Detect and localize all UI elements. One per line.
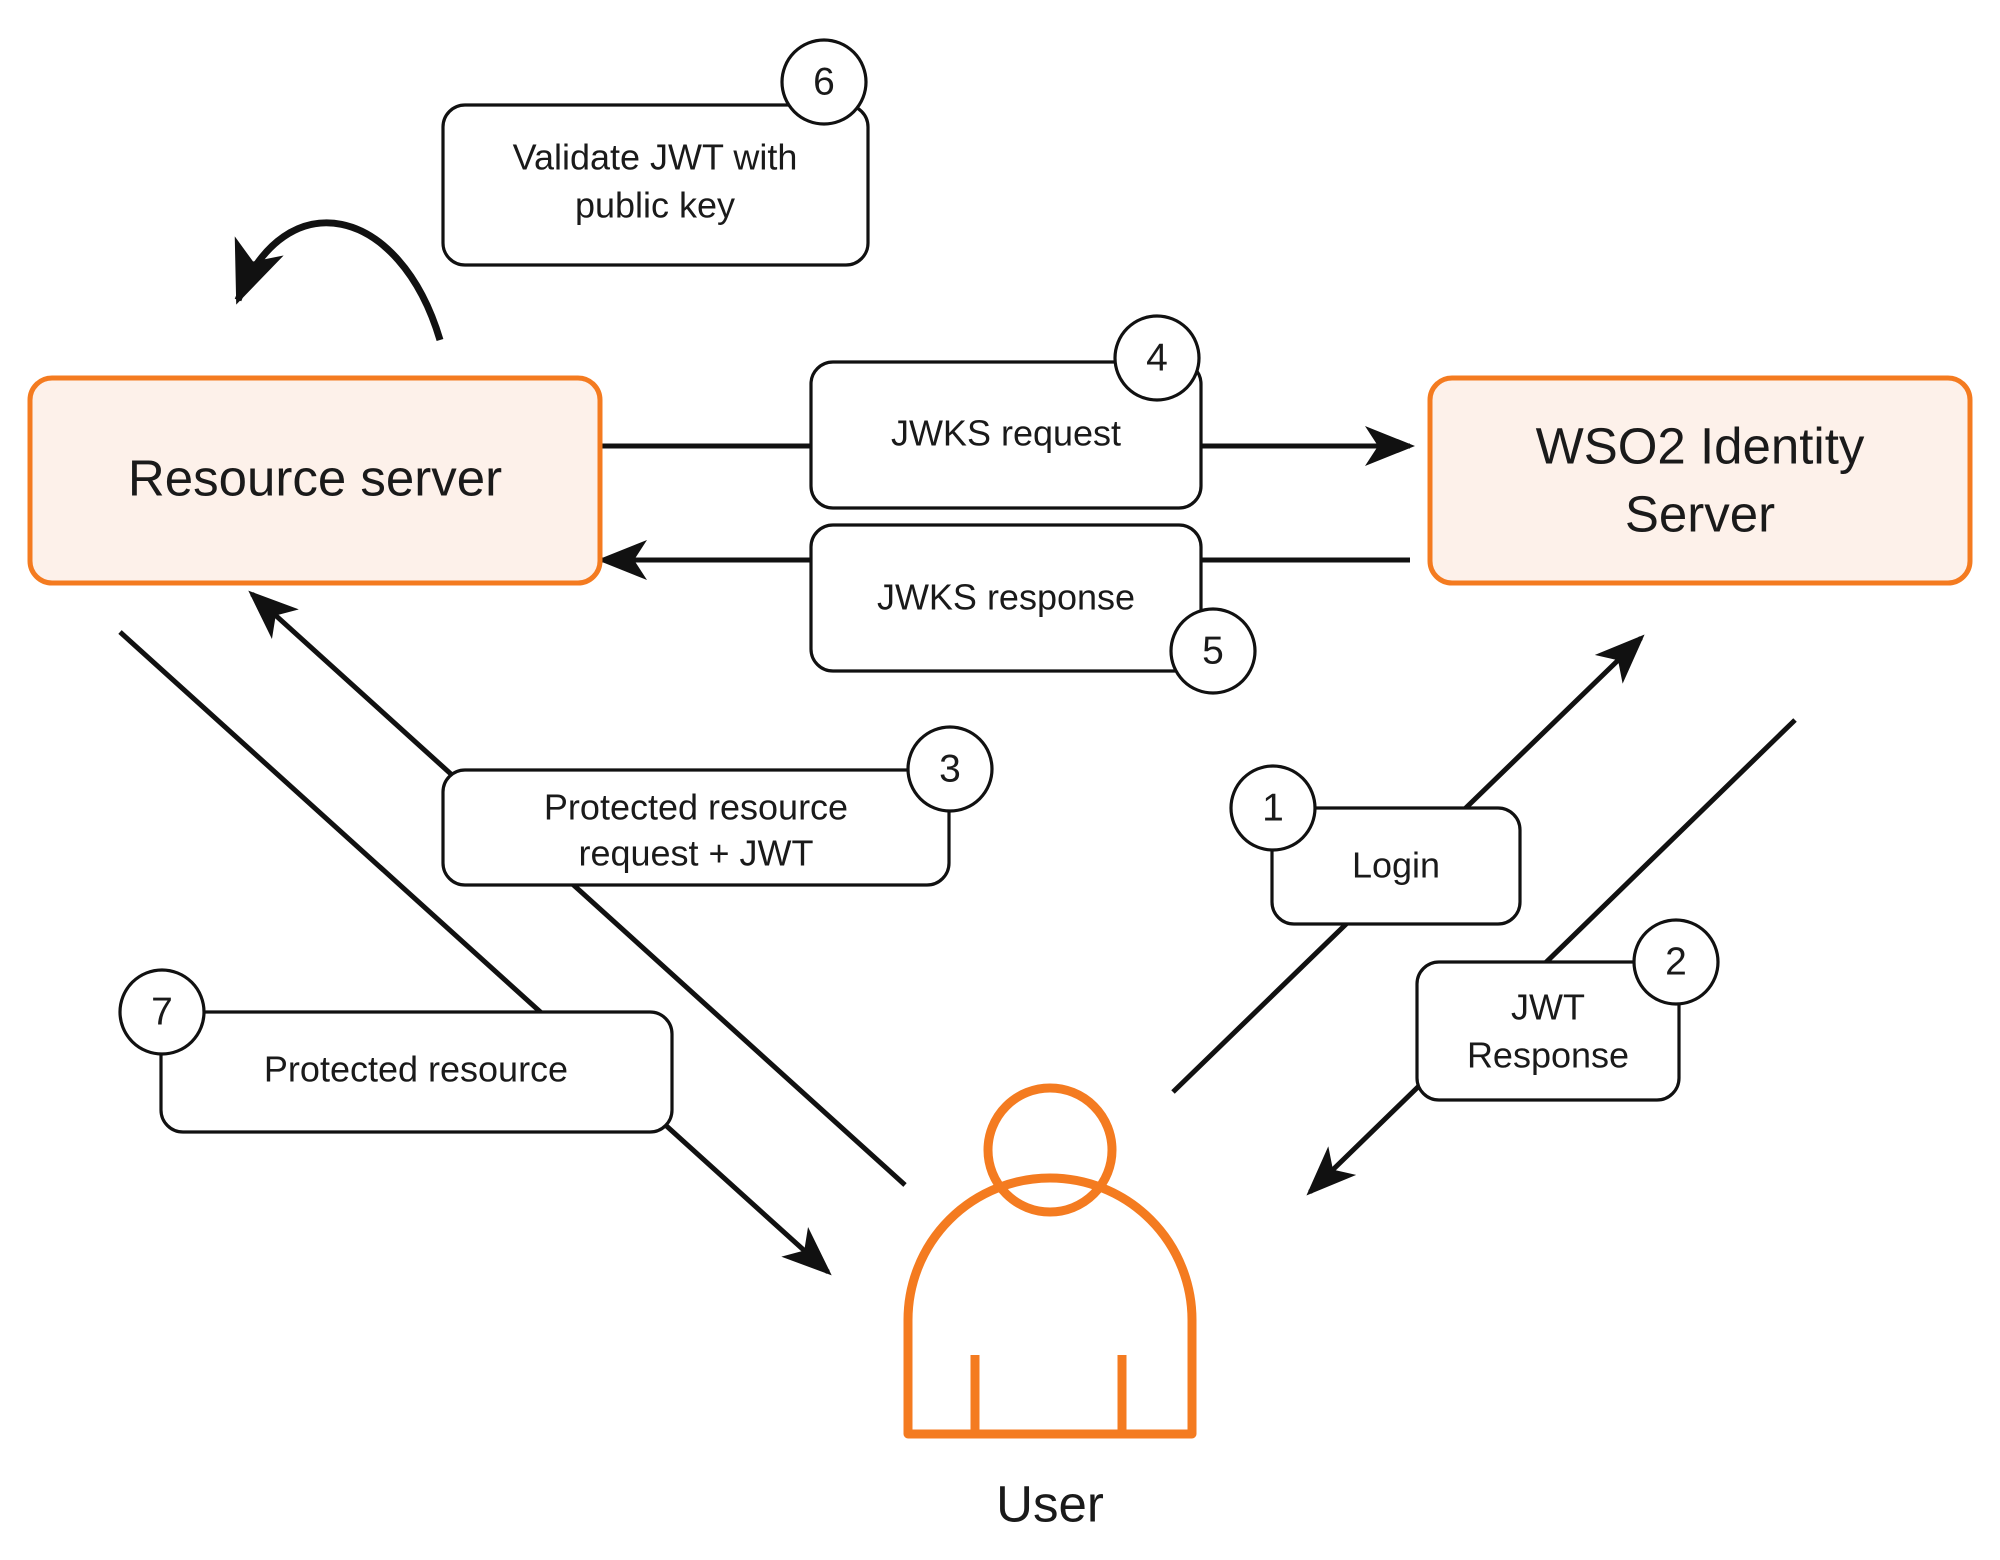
step-badge-4-number: 4 (1146, 336, 1168, 379)
step-badge-5-circle (1169, 607, 1257, 695)
step-badge-6-circle (780, 38, 868, 126)
message-2-line2: Response (1467, 1035, 1629, 1076)
message-box-5[interactable]: JWKS response 5 (809, 523, 1257, 695)
message-box-6[interactable]: Validate JWT with public key 6 (441, 38, 870, 267)
step-badge-4-circle (1113, 314, 1201, 402)
step-badge-5-number: 5 (1202, 629, 1224, 672)
connector-validate-jwt-selfloop (234, 219, 444, 341)
message-5-line1: JWKS response (877, 577, 1135, 618)
message-box-2[interactable]: JWT Response 2 (1415, 918, 1720, 1102)
message-box-4[interactable]: JWKS request 4 (809, 314, 1203, 510)
connector-protected-resource-request (248, 590, 907, 1187)
message-4-line1: JWKS request (891, 413, 1121, 454)
step-badge-3-number: 3 (939, 747, 961, 790)
actor-user-label: User (996, 1475, 1104, 1532)
step-badge-1-number: 1 (1262, 786, 1284, 829)
message-box-3[interactable]: Protected resource request + JWT 3 (441, 725, 994, 887)
step-badge-2-circle (1632, 918, 1720, 1006)
step-badge-1-circle (1229, 764, 1317, 852)
step-badge-3-circle (906, 725, 994, 813)
step-badge-6-number: 6 (813, 60, 835, 103)
message-3-line1: Protected resource (544, 787, 848, 828)
message-1-line1: Login (1352, 845, 1440, 886)
node-resource-server[interactable]: Resource server (27, 375, 603, 586)
message-2-line1: JWT (1511, 987, 1585, 1028)
step-badge-2-number: 2 (1665, 940, 1687, 983)
message-box-7[interactable]: Protected resource 7 (118, 968, 674, 1134)
actor-user[interactable]: User (903, 1083, 1197, 1532)
message-box-1[interactable]: Login 1 (1229, 764, 1522, 926)
node-wso2-identity-server[interactable]: WSO2 Identity Server (1427, 375, 1973, 586)
message-7-line1: Protected resource (264, 1049, 568, 1090)
connector-jwt-response (1306, 718, 1797, 1196)
user-head-icon (983, 1083, 1117, 1217)
step-badge-7-number: 7 (151, 990, 173, 1033)
message-6-line1: Validate JWT with (513, 137, 798, 178)
node-wso2-identity-server-label-line1: WSO2 Identity (1536, 417, 1865, 474)
message-3-line2: request + JWT (578, 833, 813, 874)
message-6-line2: public key (575, 185, 735, 226)
connector-protected-resource (118, 630, 832, 1276)
user-body-icon (903, 1173, 1197, 1439)
node-wso2-identity-server-label-line2: Server (1625, 485, 1775, 542)
step-badge-7-circle (118, 968, 206, 1056)
node-resource-server-label: Resource server (128, 449, 502, 506)
